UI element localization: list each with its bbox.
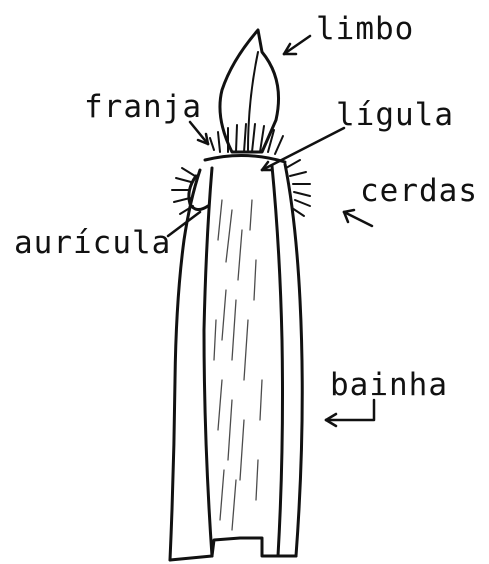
label-franja: franja — [84, 92, 202, 123]
bainha-sheath — [170, 164, 302, 560]
label-ligula: lígula — [336, 100, 454, 131]
label-bainha: bainha — [330, 370, 448, 401]
sheath-shading — [214, 200, 262, 530]
ligula-band — [205, 155, 285, 162]
label-cerdas: cerdas — [360, 176, 478, 207]
label-auricula: aurícula — [14, 228, 171, 259]
label-limbo: limbo — [316, 14, 414, 45]
